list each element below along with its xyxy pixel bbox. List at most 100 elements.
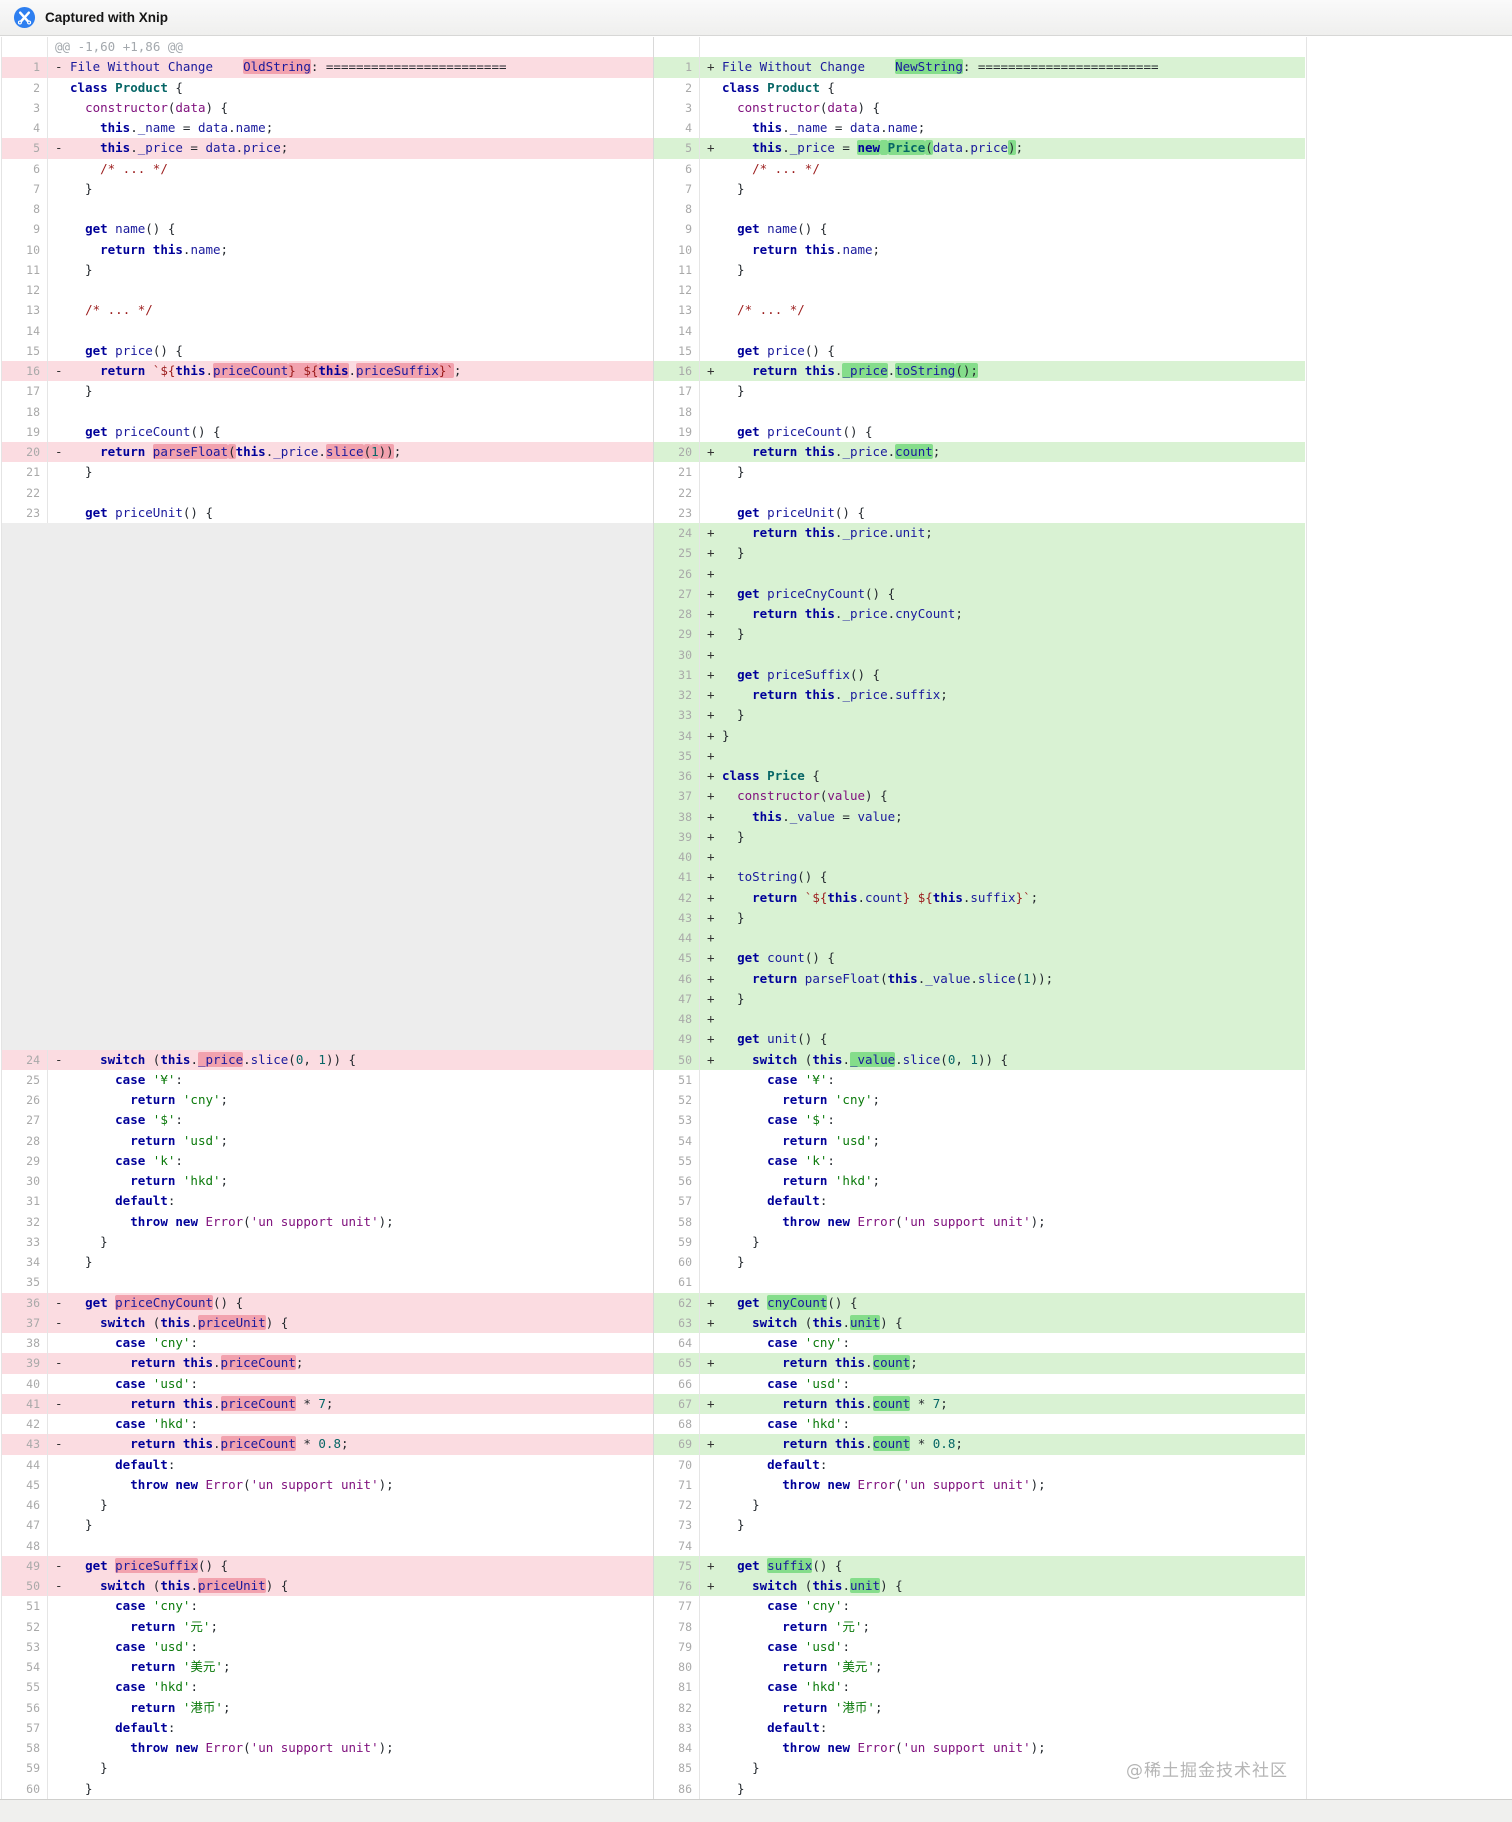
code-line: - get priceSuffix() { — [48, 1556, 653, 1576]
code-line: throw new Error('un support unit'); — [48, 1738, 653, 1758]
diff-marker: + — [707, 970, 715, 986]
line-number: 58 — [654, 1211, 700, 1232]
line-number: 47 — [654, 988, 700, 1009]
code-line — [48, 199, 653, 219]
line-number: 16 — [654, 361, 700, 382]
diff-marker — [707, 1374, 722, 1394]
diff-row-add: 29+ } — [654, 624, 1305, 645]
line-number: 71 — [654, 1474, 700, 1495]
diff-marker — [55, 1131, 70, 1151]
diff-row-ctx: 81 case 'hkd': — [654, 1677, 1305, 1698]
code-line: + toString() { — [700, 867, 1305, 887]
diff-marker — [707, 1536, 722, 1556]
diff-row-ctx: 13 /* ... */ — [654, 300, 1305, 321]
code-line: this._name = data.name; — [48, 118, 653, 138]
line-number: 61 — [654, 1272, 700, 1293]
code-line: +File Without Change NewString: ========… — [700, 57, 1305, 77]
diff-marker — [55, 1657, 70, 1677]
code-line — [48, 1536, 653, 1556]
code-line — [700, 37, 1305, 57]
diff-marker — [707, 1617, 722, 1637]
line-number: 2 — [654, 77, 700, 98]
diff-row-ctx: 57 default: — [654, 1191, 1305, 1212]
line-number: 9 — [654, 219, 700, 240]
diff-marker: + — [707, 768, 715, 783]
diff-row-ctx: 58 throw new Error('un support unit'); — [654, 1211, 1305, 1232]
line-number: 33 — [2, 1231, 48, 1252]
code-line: default: — [48, 1718, 653, 1738]
diff-row-ctx: 18 — [654, 401, 1305, 422]
diff-row-ctx: 55 case 'k': — [654, 1150, 1305, 1171]
diff-marker — [55, 1637, 70, 1657]
diff-marker: + — [707, 707, 715, 723]
line-number: 58 — [2, 1738, 48, 1759]
line-number: 50 — [2, 1576, 48, 1597]
diff-row-ctx: 31 default: — [2, 1191, 653, 1212]
line-number: 36 — [654, 766, 700, 787]
diff-marker — [55, 381, 70, 401]
line-number: 74 — [654, 1535, 700, 1556]
line-number: 55 — [2, 1677, 48, 1698]
diff-marker: - — [55, 363, 63, 378]
code-line: this._name = data.name; — [700, 118, 1305, 138]
diff-row-ctx: 22 — [2, 482, 653, 503]
diff-marker: + — [707, 444, 715, 459]
line-number: 18 — [2, 401, 48, 422]
code-line: + get cnyCount() { — [700, 1293, 1305, 1313]
line-number: 41 — [654, 867, 700, 888]
code-line — [48, 280, 653, 300]
diff-row-ctx: 10 return this.name; — [654, 239, 1305, 260]
line-number — [654, 37, 700, 58]
diff-marker: - — [55, 1436, 63, 1452]
line-number: 45 — [2, 1474, 48, 1495]
diff-row-ctx: 28 return 'usd'; — [2, 1130, 653, 1151]
code-line — [48, 321, 653, 341]
diff-marker: + — [707, 1395, 715, 1411]
diff-marker — [707, 98, 722, 118]
line-number: 46 — [654, 968, 700, 989]
diff-row-add: 16+ return this._price.toString(); — [654, 361, 1305, 382]
code-line: -File Without Change OldString: ========… — [48, 57, 653, 77]
diff-pane-old: @@ -1,60 +1,86 @@1-File Without Change O… — [2, 37, 654, 1799]
diff-row-ctx: 32 throw new Error('un support unit'); — [2, 1211, 653, 1232]
diff-marker — [707, 1171, 722, 1191]
diff-marker — [55, 1110, 70, 1130]
diff-marker — [707, 1495, 722, 1515]
code-line: - return this.priceCount * 0.8; — [48, 1434, 653, 1454]
diff-row-add: 27+ get priceCnyCount() { — [654, 583, 1305, 604]
diff-row-ctx: 25 case '¥': — [2, 1069, 653, 1090]
code-line — [700, 199, 1305, 219]
diff-marker — [707, 1475, 722, 1495]
code-line: + switch (this._value.slice(0, 1)) { — [700, 1050, 1305, 1070]
code-line: } — [48, 1495, 653, 1515]
code-line: default: — [700, 1191, 1305, 1211]
line-number: 77 — [654, 1596, 700, 1617]
diff-marker — [707, 1657, 722, 1677]
diff-marker — [55, 341, 70, 361]
code-line: case 'usd': — [48, 1374, 653, 1394]
line-number: 52 — [654, 1090, 700, 1111]
code-line: + — [700, 847, 1305, 867]
code-line: /* ... */ — [48, 300, 653, 320]
line-number: 70 — [654, 1454, 700, 1475]
diff-row-ctx: 52 return '元'; — [2, 1616, 653, 1637]
diff-marker — [55, 159, 70, 179]
code-line: } — [700, 1252, 1305, 1272]
diff-marker: + — [707, 788, 715, 804]
code-line: throw new Error('un support unit'); — [48, 1475, 653, 1495]
diff-row-ctx: 72 } — [654, 1495, 1305, 1516]
line-number: 6 — [2, 158, 48, 179]
code-line: return this.name; — [700, 240, 1305, 260]
diff-marker — [55, 1455, 70, 1475]
code-line: + — [700, 1009, 1305, 1029]
line-number: 31 — [2, 1191, 48, 1212]
diff-marker — [707, 240, 722, 260]
diff-marker — [55, 503, 70, 523]
code-line: } — [48, 1515, 653, 1535]
diff-row-add: 34+} — [654, 725, 1305, 746]
code-line: return this.name; — [48, 240, 653, 260]
diff-row-del: 41- return this.priceCount * 7; — [2, 1393, 653, 1414]
diff-marker — [55, 1738, 70, 1758]
diff-row-ctx: 82 return '港币'; — [654, 1697, 1305, 1718]
diff-row-ctx: 51 case 'cny': — [2, 1596, 653, 1617]
